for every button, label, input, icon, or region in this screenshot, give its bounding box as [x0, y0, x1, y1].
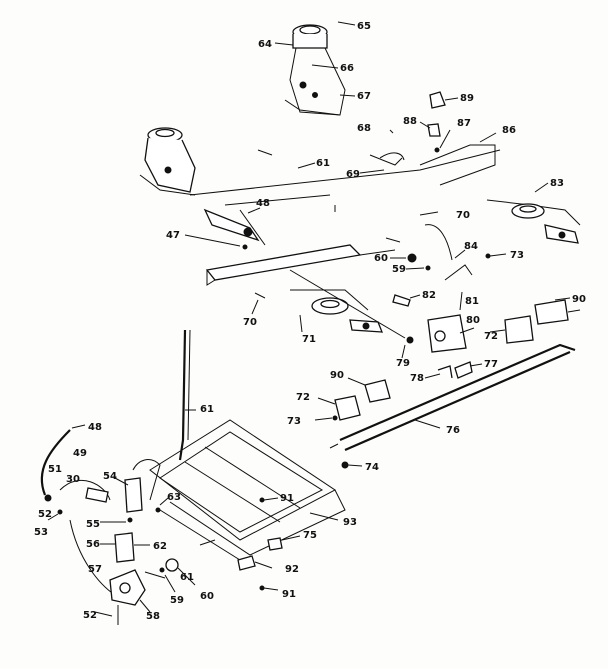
label-73-top: 73	[510, 250, 524, 261]
label-65: 65	[357, 21, 371, 32]
label-79: 79	[396, 358, 410, 369]
label-56: 56	[86, 539, 100, 550]
right-burner-83	[486, 182, 581, 244]
valve-cluster-right	[427, 291, 581, 353]
label-30: 30	[66, 474, 80, 485]
label-73-left: 73	[287, 416, 301, 427]
label-66: 66	[340, 63, 354, 74]
rear-brackets	[419, 91, 497, 186]
label-53-left: 53	[34, 527, 48, 538]
vertical-tube-61	[178, 329, 196, 461]
label-80: 80	[466, 315, 480, 326]
label-90-right: 90	[572, 294, 586, 305]
label-57: 57	[88, 564, 102, 575]
label-82: 82	[422, 290, 436, 301]
label-70-top: 70	[456, 210, 470, 221]
manifold-pipe-76	[329, 343, 576, 469]
label-70-left: 70	[243, 317, 257, 328]
label-60-bottom: 60	[200, 591, 214, 602]
label-90-left: 90	[330, 370, 344, 381]
label-58: 58	[146, 611, 160, 622]
label-86: 86	[502, 125, 516, 136]
label-55: 55	[86, 519, 100, 530]
label-49: 49	[73, 448, 87, 459]
label-88: 88	[403, 116, 417, 127]
upper-panel	[189, 129, 501, 212]
label-71: 71	[302, 334, 316, 345]
label-72-right: 72	[484, 331, 498, 342]
label-68: 68	[357, 123, 371, 134]
label-89: 89	[460, 93, 474, 104]
label-83: 83	[550, 178, 564, 189]
label-76: 76	[446, 425, 460, 436]
support-frame-93	[149, 419, 346, 561]
label-75: 75	[303, 530, 317, 541]
label-91-top: 91	[280, 493, 294, 504]
label-48-left: 48	[88, 422, 102, 433]
label-64: 64	[258, 39, 272, 50]
fasteners-upper	[390, 249, 507, 281]
top-burner-assembly	[274, 21, 356, 116]
label-93: 93	[343, 517, 357, 528]
front-left-burner	[251, 269, 421, 359]
left-burner-bar	[184, 207, 266, 250]
label-60-top: 60	[374, 253, 388, 264]
label-77: 77	[484, 359, 498, 370]
valve-cluster-left	[314, 377, 391, 421]
label-54: 54	[103, 471, 117, 482]
label-51: 51	[48, 464, 62, 475]
label-84: 84	[464, 241, 478, 252]
label-62: 62	[153, 541, 167, 552]
label-47: 47	[166, 230, 180, 241]
lower-brackets	[237, 535, 301, 591]
label-52-bottom: 52	[83, 610, 97, 621]
label-48-top: 48	[256, 198, 270, 209]
cross-bar	[205, 211, 453, 286]
part-labels: 65 64 66 67 89 88 87 86 68 61 69 83 48 7…	[34, 21, 586, 622]
label-81: 81	[465, 296, 479, 307]
left-top-burner	[139, 127, 196, 196]
label-61-bottom: 61	[180, 572, 194, 583]
label-87: 87	[457, 118, 471, 129]
label-91-bottom: 91	[282, 589, 296, 600]
label-67: 67	[357, 91, 371, 102]
label-59-top: 59	[392, 264, 406, 275]
label-61-top: 61	[316, 158, 330, 169]
label-63: 63	[167, 492, 181, 503]
regulator-assembly	[40, 424, 196, 625]
label-61-mid: 61	[200, 404, 214, 415]
label-78: 78	[410, 373, 424, 384]
label-92: 92	[285, 564, 299, 575]
label-59-bottom: 59	[170, 595, 184, 606]
label-69: 69	[346, 169, 360, 180]
label-52-top: 52	[38, 509, 52, 520]
label-74: 74	[365, 462, 379, 473]
label-72-left: 72	[296, 392, 310, 403]
